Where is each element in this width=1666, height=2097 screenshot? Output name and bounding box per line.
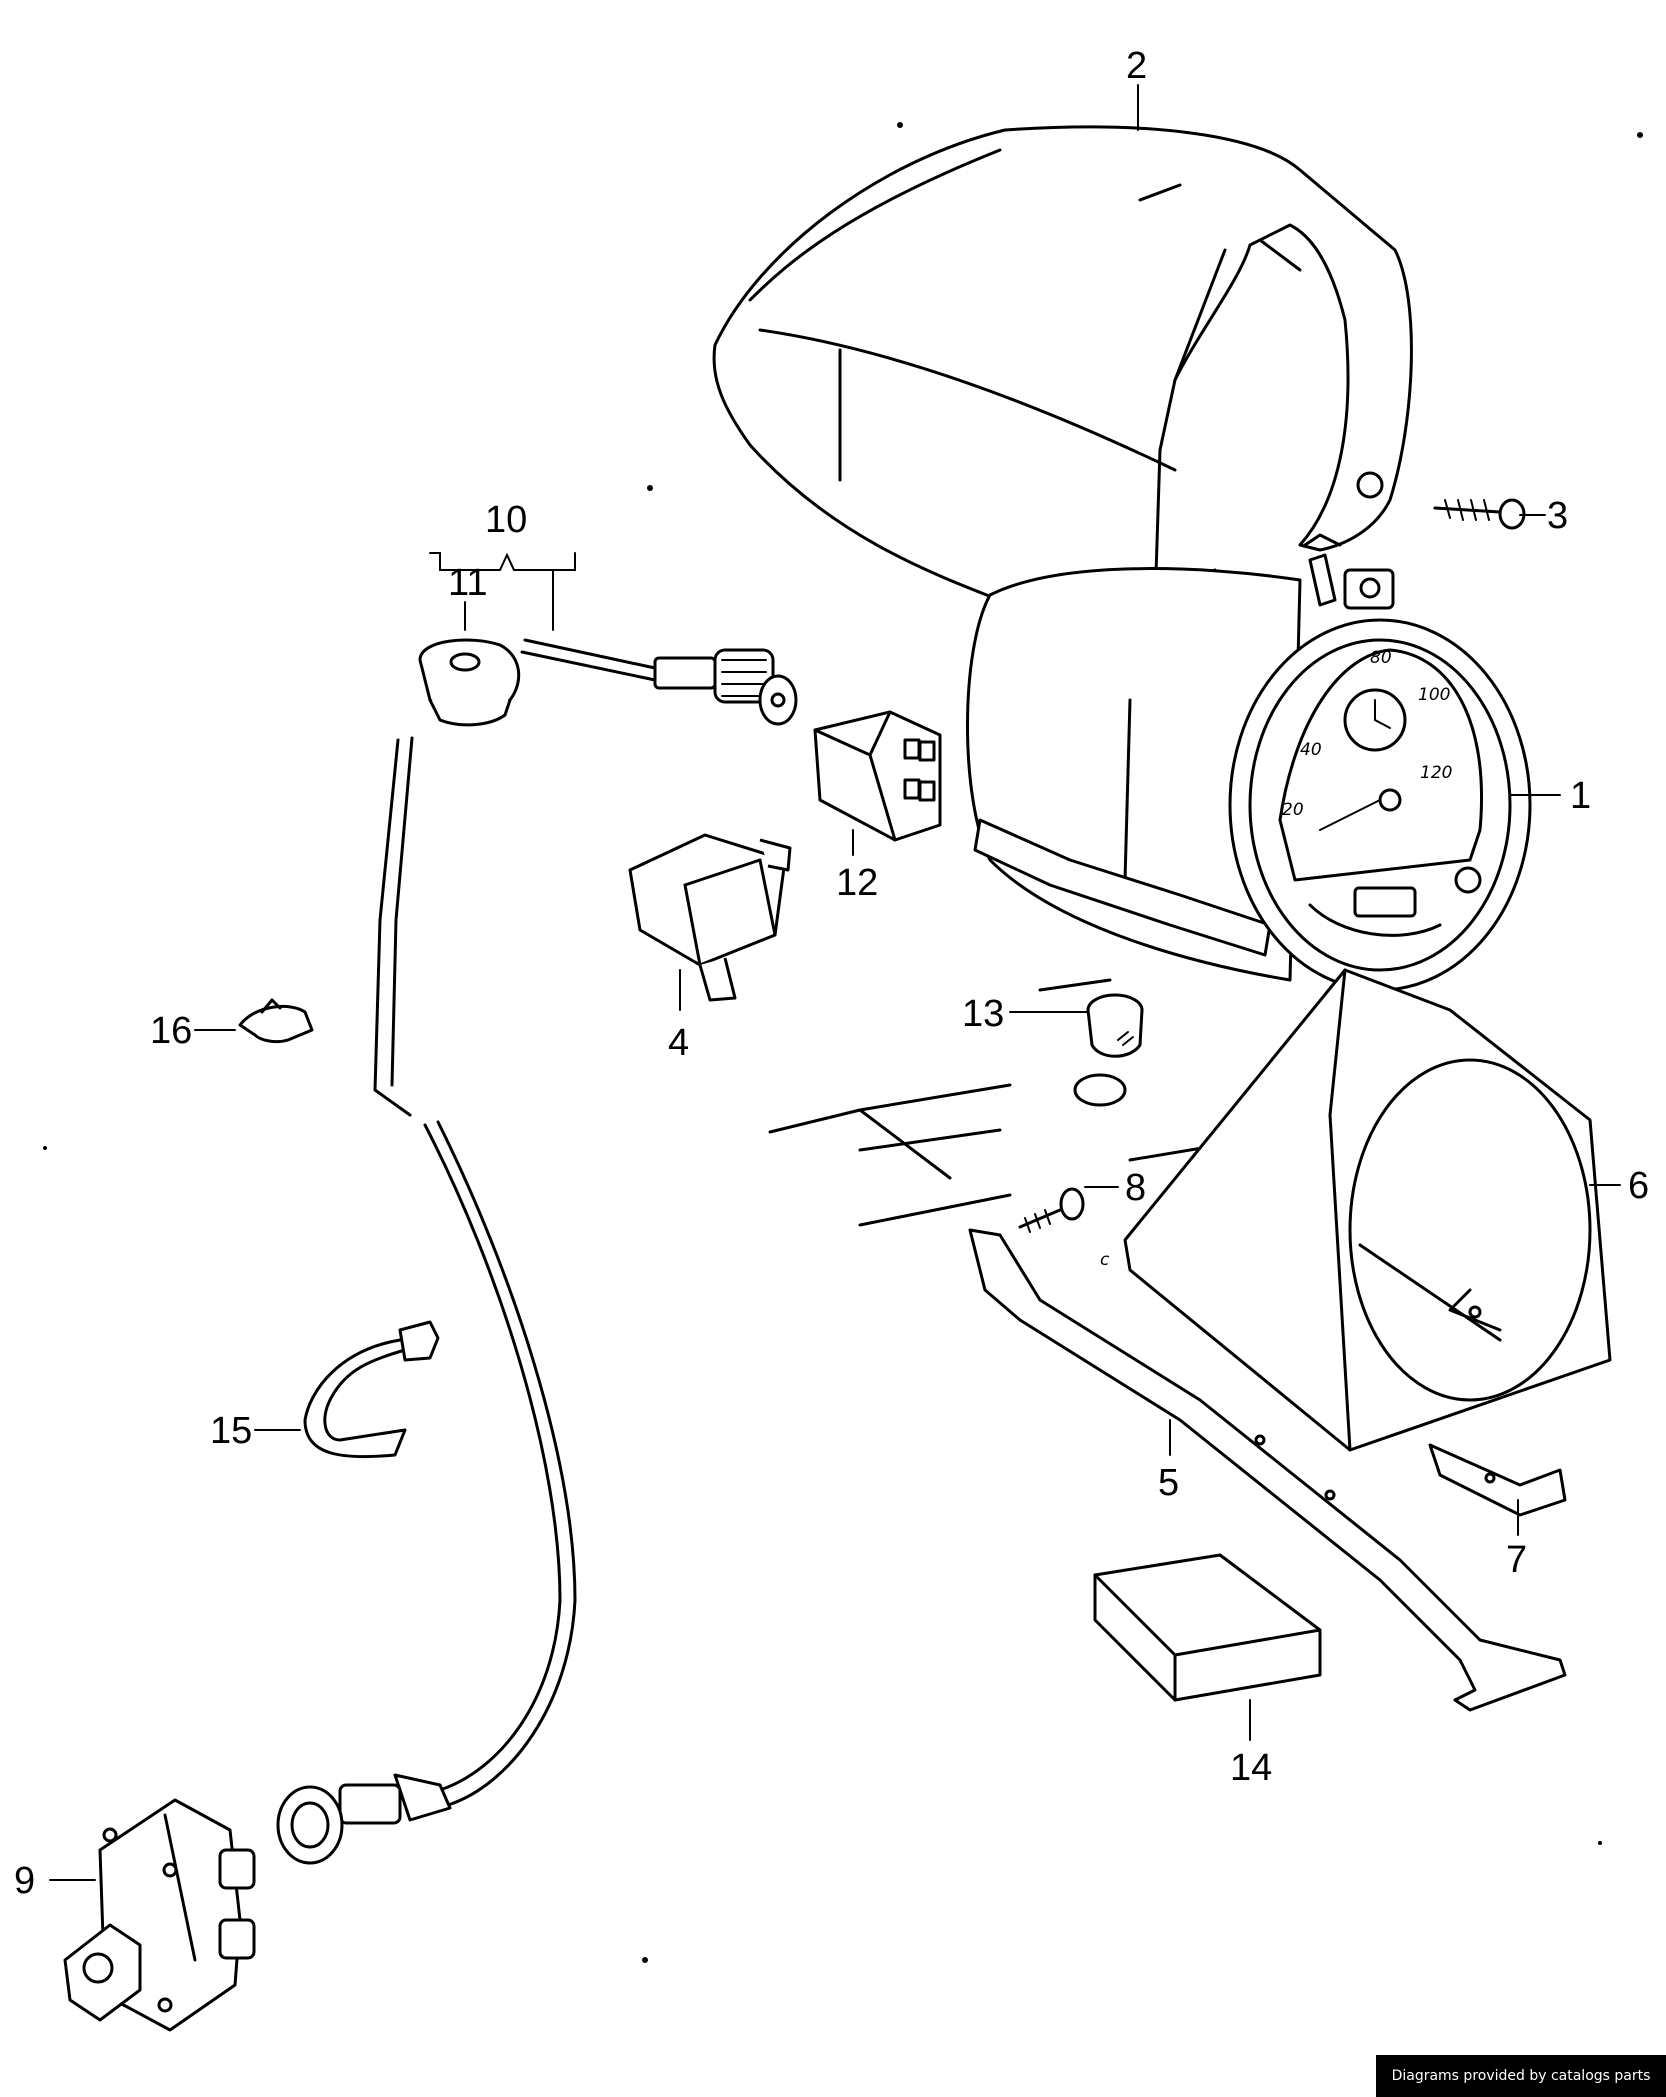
plug-part-13	[1073, 993, 1144, 1107]
dial-mark-80: 80	[1370, 648, 1392, 668]
clip-part-16	[238, 998, 314, 1044]
callout-15: 15	[210, 1410, 252, 1452]
callout-5: 5	[1158, 1462, 1179, 1504]
bracket-part-4	[628, 833, 792, 1002]
callout-6: 6	[1628, 1165, 1649, 1207]
speedometer-assembly: 80 100 40 120 20	[966, 553, 1532, 992]
hose-clamp-part-15	[303, 1320, 440, 1459]
callout-1: 1	[1570, 775, 1591, 817]
callout-12: 12	[836, 862, 878, 904]
instrument-hood	[712, 125, 1413, 662]
bracket-part-7	[1428, 1443, 1567, 1517]
drive-assembly-part-9	[63, 1798, 256, 2032]
support-strap-part-5	[968, 1228, 1567, 1712]
speedometer-cable	[276, 736, 577, 1865]
callout-3: 3	[1547, 495, 1568, 537]
callout-14: 14	[1230, 1747, 1272, 1789]
callout-11: 11	[448, 562, 487, 604]
screw-part-8	[1018, 1187, 1085, 1233]
credit-banner: Diagrams provided by catalogs parts	[1376, 2055, 1666, 2097]
connector-part-12	[813, 710, 942, 842]
callout-8: 8	[1125, 1167, 1146, 1209]
callout-13: 13	[962, 993, 1004, 1035]
leader-lines	[49, 84, 1621, 1881]
shroud-part-6: c	[1100, 968, 1612, 1452]
foam-pad-part-14	[1093, 1553, 1322, 1702]
dial-mark-40: 40	[1300, 740, 1322, 760]
shroud-mark: c	[1100, 1250, 1110, 1270]
cable-end-part-10	[520, 638, 798, 726]
callout-7: 7	[1506, 1539, 1527, 1581]
callout-16: 16	[150, 1010, 192, 1052]
callout-10: 10	[485, 499, 527, 541]
screw-part-3	[1433, 498, 1526, 530]
callout-2: 2	[1126, 45, 1147, 87]
dial-mark-120: 120	[1420, 763, 1452, 783]
callout-9: 9	[14, 1860, 35, 1902]
grommet-part-11	[418, 638, 521, 727]
callout-4: 4	[668, 1022, 689, 1064]
dial-mark-20: 20	[1282, 800, 1304, 820]
dial-mark-100: 100	[1418, 685, 1450, 705]
